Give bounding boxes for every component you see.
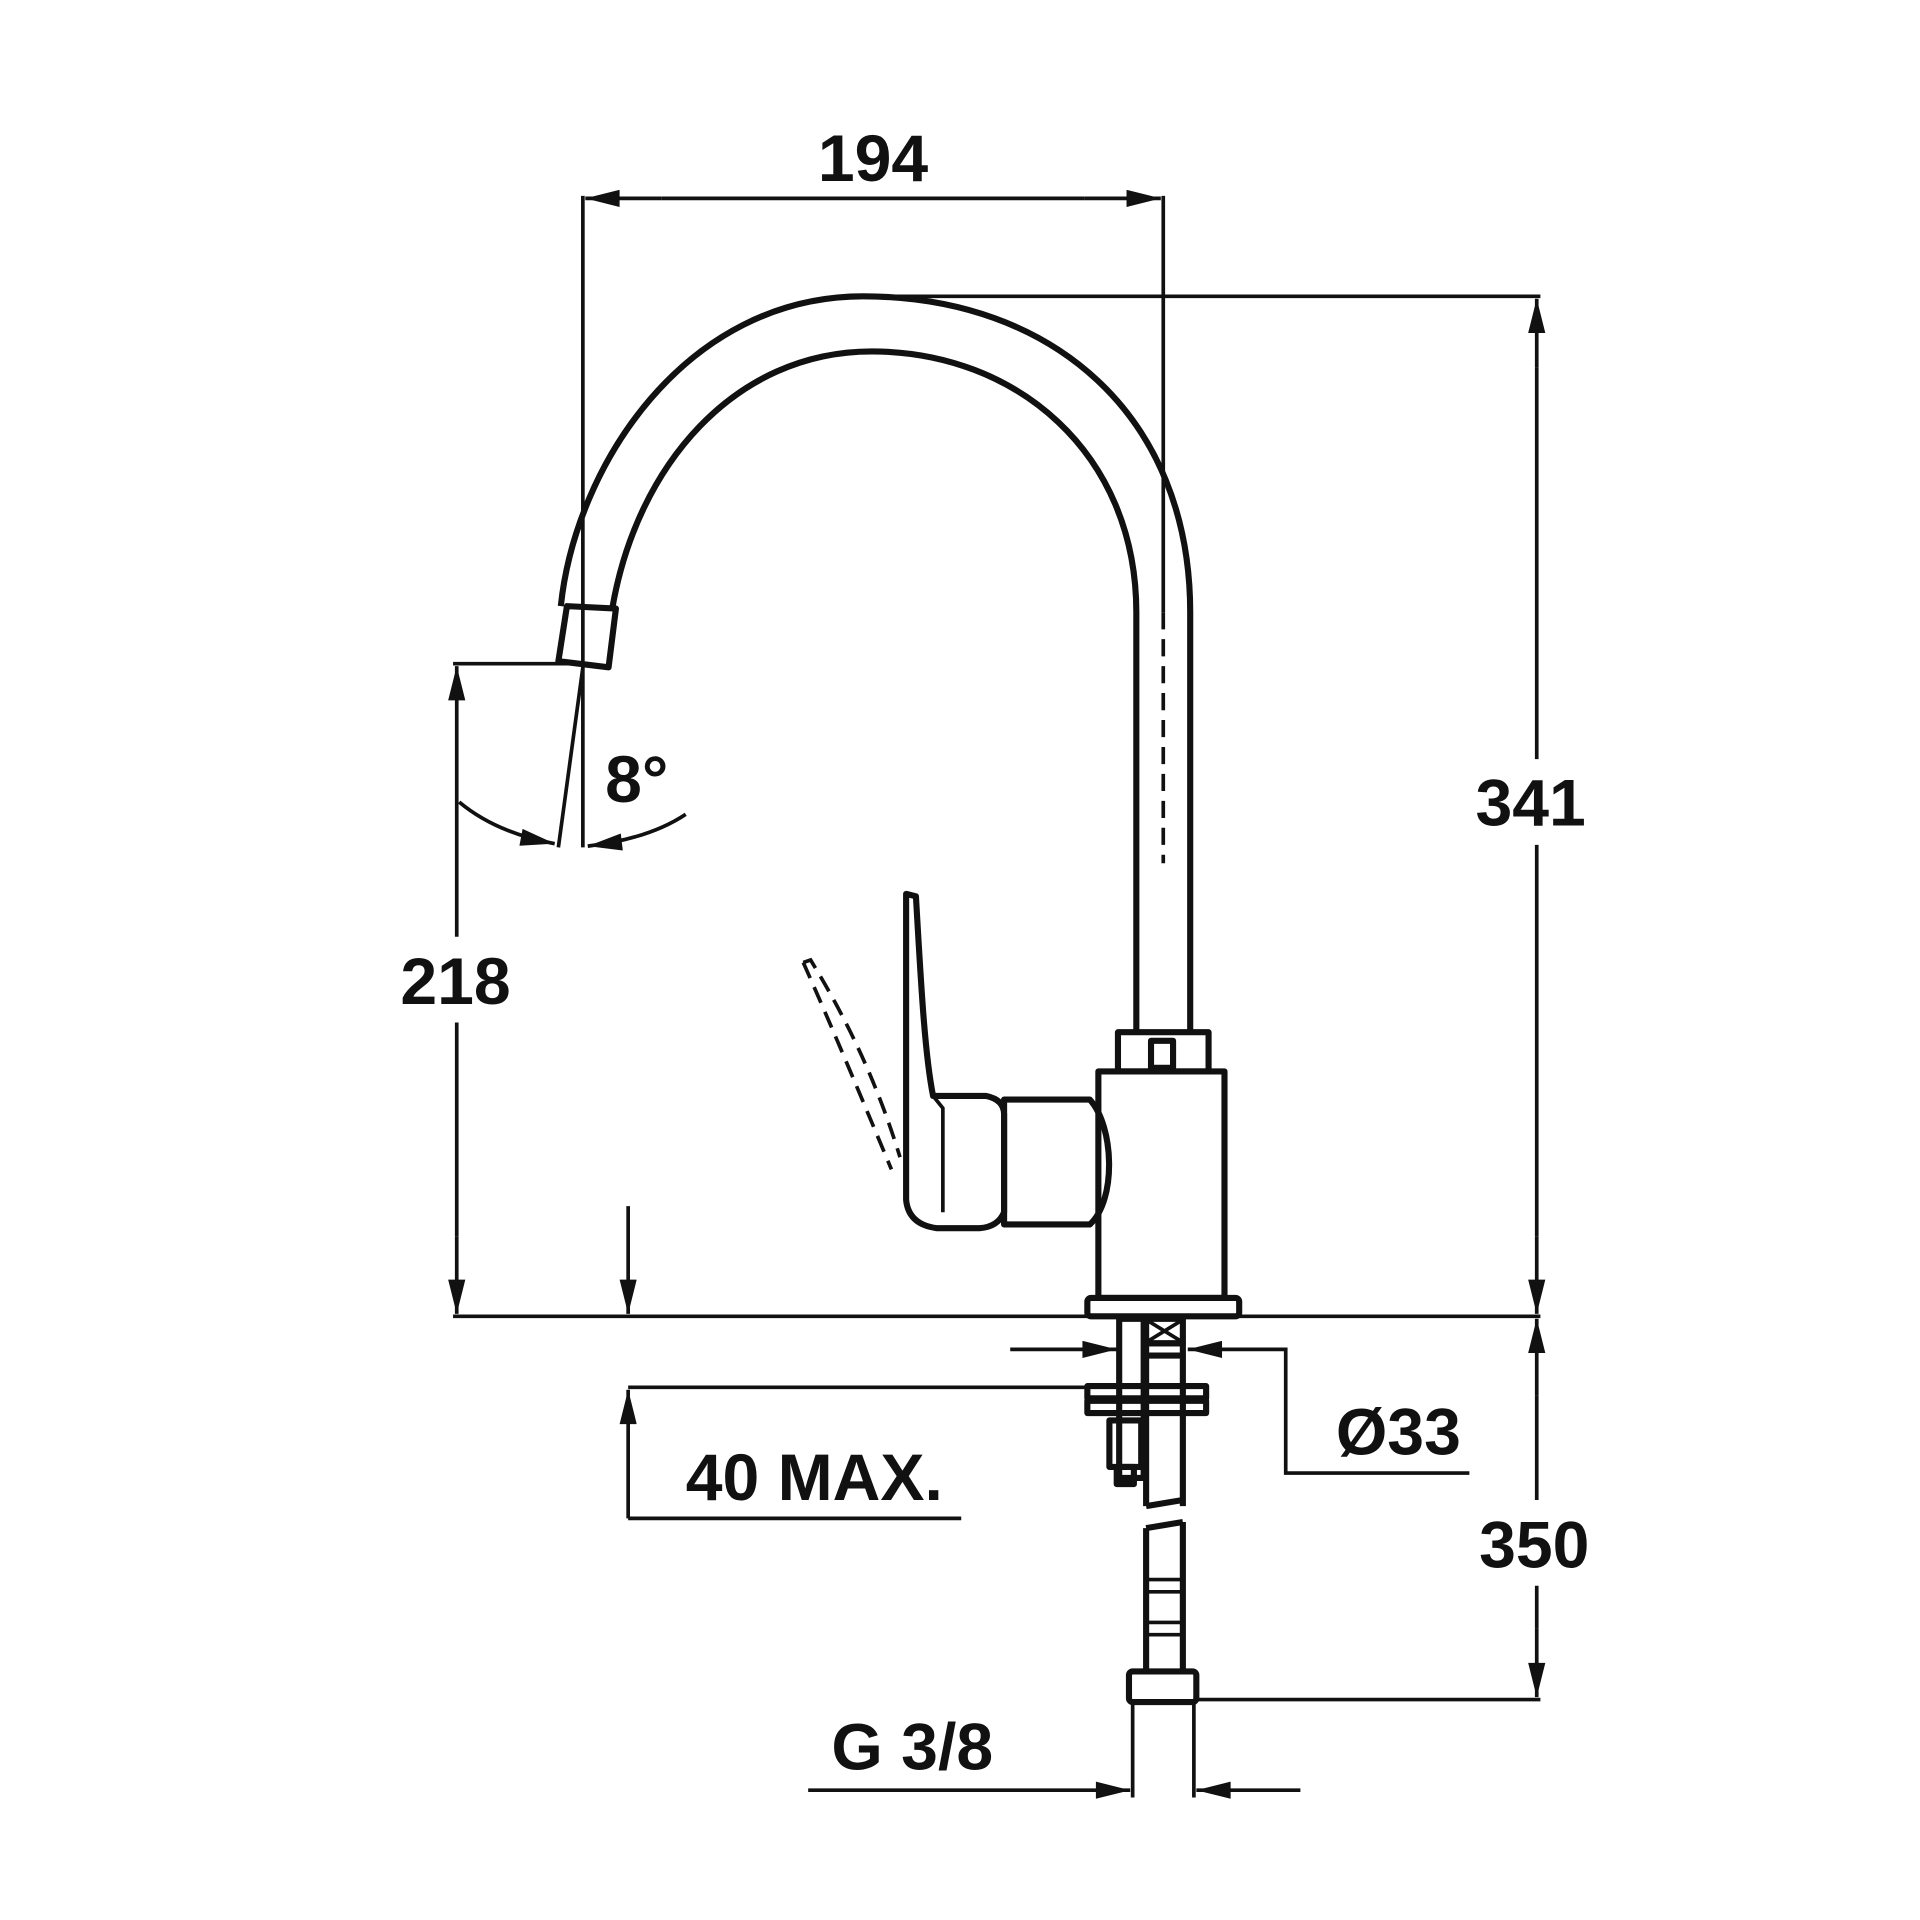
dimension-hose-350: 350 xyxy=(1196,1318,1589,1702)
dim-label-40-max: 40 MAX. xyxy=(686,1441,943,1515)
dim-label-194: 194 xyxy=(818,122,929,196)
dim-label-8-degrees: 8° xyxy=(605,743,668,817)
dimension-40-max: 40 MAX. xyxy=(619,1385,1088,1521)
dim-label-g-3-8: G 3/8 xyxy=(831,1710,993,1784)
spout xyxy=(555,293,1194,1032)
spout-nozzle xyxy=(555,603,619,671)
dimension-thread-g38: G 3/8 xyxy=(808,1702,1301,1799)
dimension-height-341: 341 xyxy=(863,294,1586,1314)
mounting-shank-and-hose xyxy=(1084,1315,1210,1706)
dim-label-350: 350 xyxy=(1479,1508,1589,1582)
dimension-width-194: 194 xyxy=(581,122,1166,864)
dim-label-diameter-33: Ø33 xyxy=(1336,1396,1461,1470)
dim-label-341: 341 xyxy=(1475,766,1585,840)
dimension-diameter-33: Ø33 xyxy=(1010,1340,1470,1475)
dim-label-218: 218 xyxy=(400,945,510,1019)
dimension-spout-height-218: 218 xyxy=(400,661,576,1314)
dimension-angle-8: 8° xyxy=(458,667,687,851)
faucet-body xyxy=(801,890,1243,1320)
